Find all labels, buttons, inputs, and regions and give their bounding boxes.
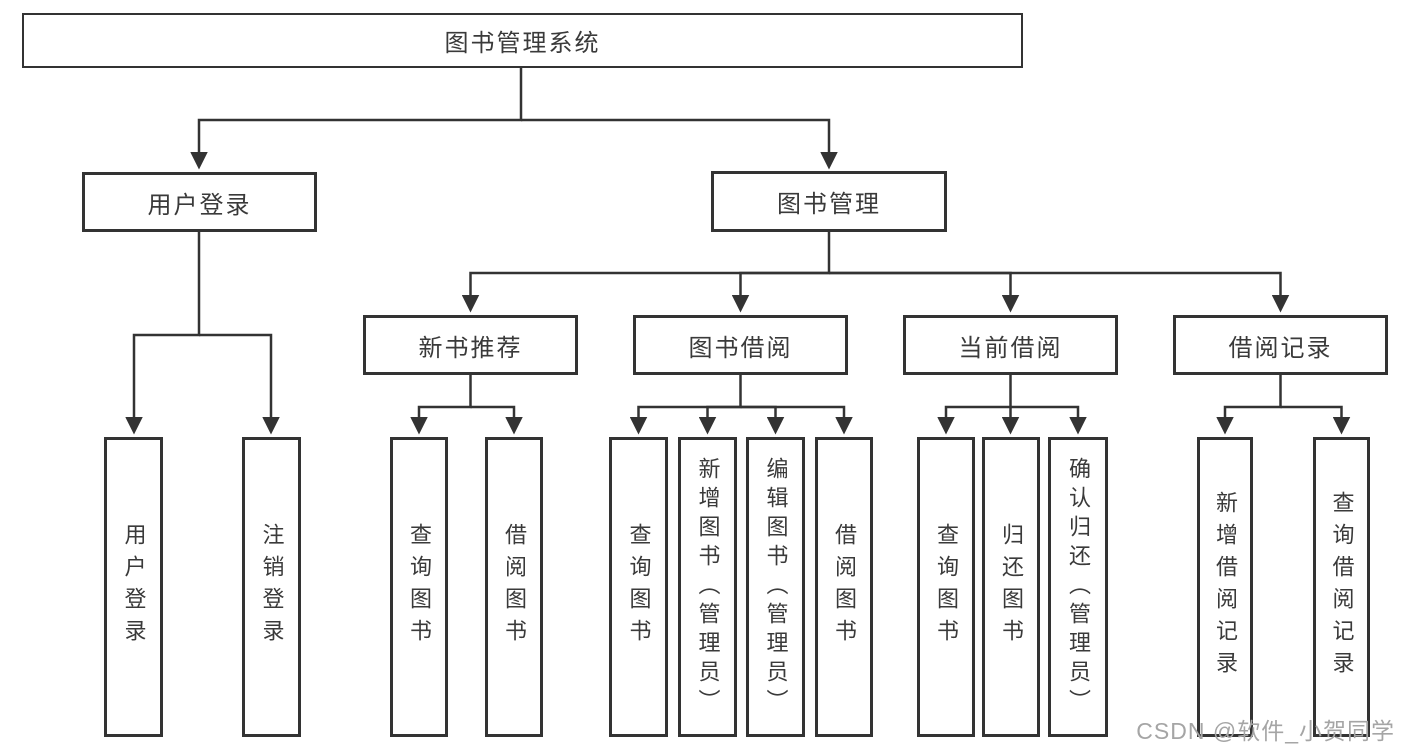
leaf-query-borrow-record: 查询借阅记录 <box>1313 437 1370 737</box>
connector <box>461 232 831 313</box>
connector <box>1010 405 1087 435</box>
leaf-logout: 注销登录 <box>242 437 301 737</box>
leaf-query-books-current: 查询图书 <box>917 437 975 737</box>
leaf-add-borrow-record-label: 新增借阅记录 <box>1213 491 1238 683</box>
node-user-login-label: 用户登录 <box>147 191 252 219</box>
node-book-management-label: 图书管理 <box>777 191 881 218</box>
leaf-user-login-label: 用户登录 <box>121 523 147 651</box>
connectors <box>125 68 1351 435</box>
leaf-query-books-recommend: 查询图书 <box>390 437 448 737</box>
node-new-book-recommend-label: 新书推荐 <box>418 334 523 362</box>
watermark-text: CSDN @软件_小贺同学 <box>1136 718 1395 744</box>
connector <box>190 68 523 170</box>
leaf-query-books-recommend-label: 查询图书 <box>407 523 432 651</box>
connector <box>740 405 853 435</box>
leaf-borrow-books-recommend-label: 借阅图书 <box>502 523 527 651</box>
connector <box>937 375 1012 435</box>
leaf-borrow-books: 借阅图书 <box>815 437 873 737</box>
leaf-confirm-return-admin: 确认归还（管理员） <box>1048 437 1108 737</box>
connector <box>1280 405 1351 435</box>
connector <box>521 118 838 170</box>
node-root-label: 图书管理系统 <box>444 30 601 57</box>
connector <box>470 405 523 435</box>
node-book-borrow-label: 图书借阅 <box>688 334 793 362</box>
connector <box>829 271 1020 313</box>
connector <box>829 271 1290 313</box>
connector <box>199 333 280 435</box>
leaf-query-books-current-label: 查询图书 <box>934 523 959 651</box>
node-root: 图书管理系统 <box>22 13 1023 68</box>
connector <box>629 375 742 435</box>
leaf-query-borrow-record-label: 查询借阅记录 <box>1329 491 1355 683</box>
node-book-management: 图书管理 <box>711 171 947 232</box>
leaf-edit-books-admin-label: 编辑图书（管理员） <box>763 456 789 718</box>
node-new-book-recommend: 新书推荐 <box>363 315 578 375</box>
leaf-return-books-label: 归还图书 <box>999 523 1024 651</box>
leaf-confirm-return-admin-label: 确认归还（管理员） <box>1066 456 1091 718</box>
node-current-borrow-label: 当前借阅 <box>958 334 1063 362</box>
node-book-borrow: 图书借阅 <box>633 315 848 375</box>
connector <box>731 271 829 313</box>
leaf-add-borrow-record: 新增借阅记录 <box>1197 437 1253 737</box>
leaf-user-login: 用户登录 <box>104 437 163 737</box>
leaf-query-books-borrow: 查询图书 <box>609 437 668 737</box>
leaf-return-books: 归还图书 <box>982 437 1040 737</box>
connector <box>698 405 741 435</box>
node-borrow-records-label: 借阅记录 <box>1228 334 1333 362</box>
connector <box>410 375 472 435</box>
node-current-borrow: 当前借阅 <box>903 315 1118 375</box>
connector <box>740 405 785 435</box>
leaf-borrow-books-recommend: 借阅图书 <box>485 437 543 737</box>
leaf-add-books-admin-label: 新增图书（管理员） <box>695 456 721 718</box>
node-borrow-records: 借阅记录 <box>1173 315 1388 375</box>
leaf-borrow-books-label: 借阅图书 <box>832 523 857 651</box>
leaf-query-books-borrow-label: 查询图书 <box>626 523 652 651</box>
connector <box>125 232 201 435</box>
leaf-add-books-admin: 新增图书（管理员） <box>678 437 737 737</box>
leaf-edit-books-admin: 编辑图书（管理员） <box>746 437 805 737</box>
node-user-login: 用户登录 <box>82 172 317 232</box>
leaf-logout-label: 注销登录 <box>259 523 285 651</box>
connector <box>1216 375 1282 435</box>
